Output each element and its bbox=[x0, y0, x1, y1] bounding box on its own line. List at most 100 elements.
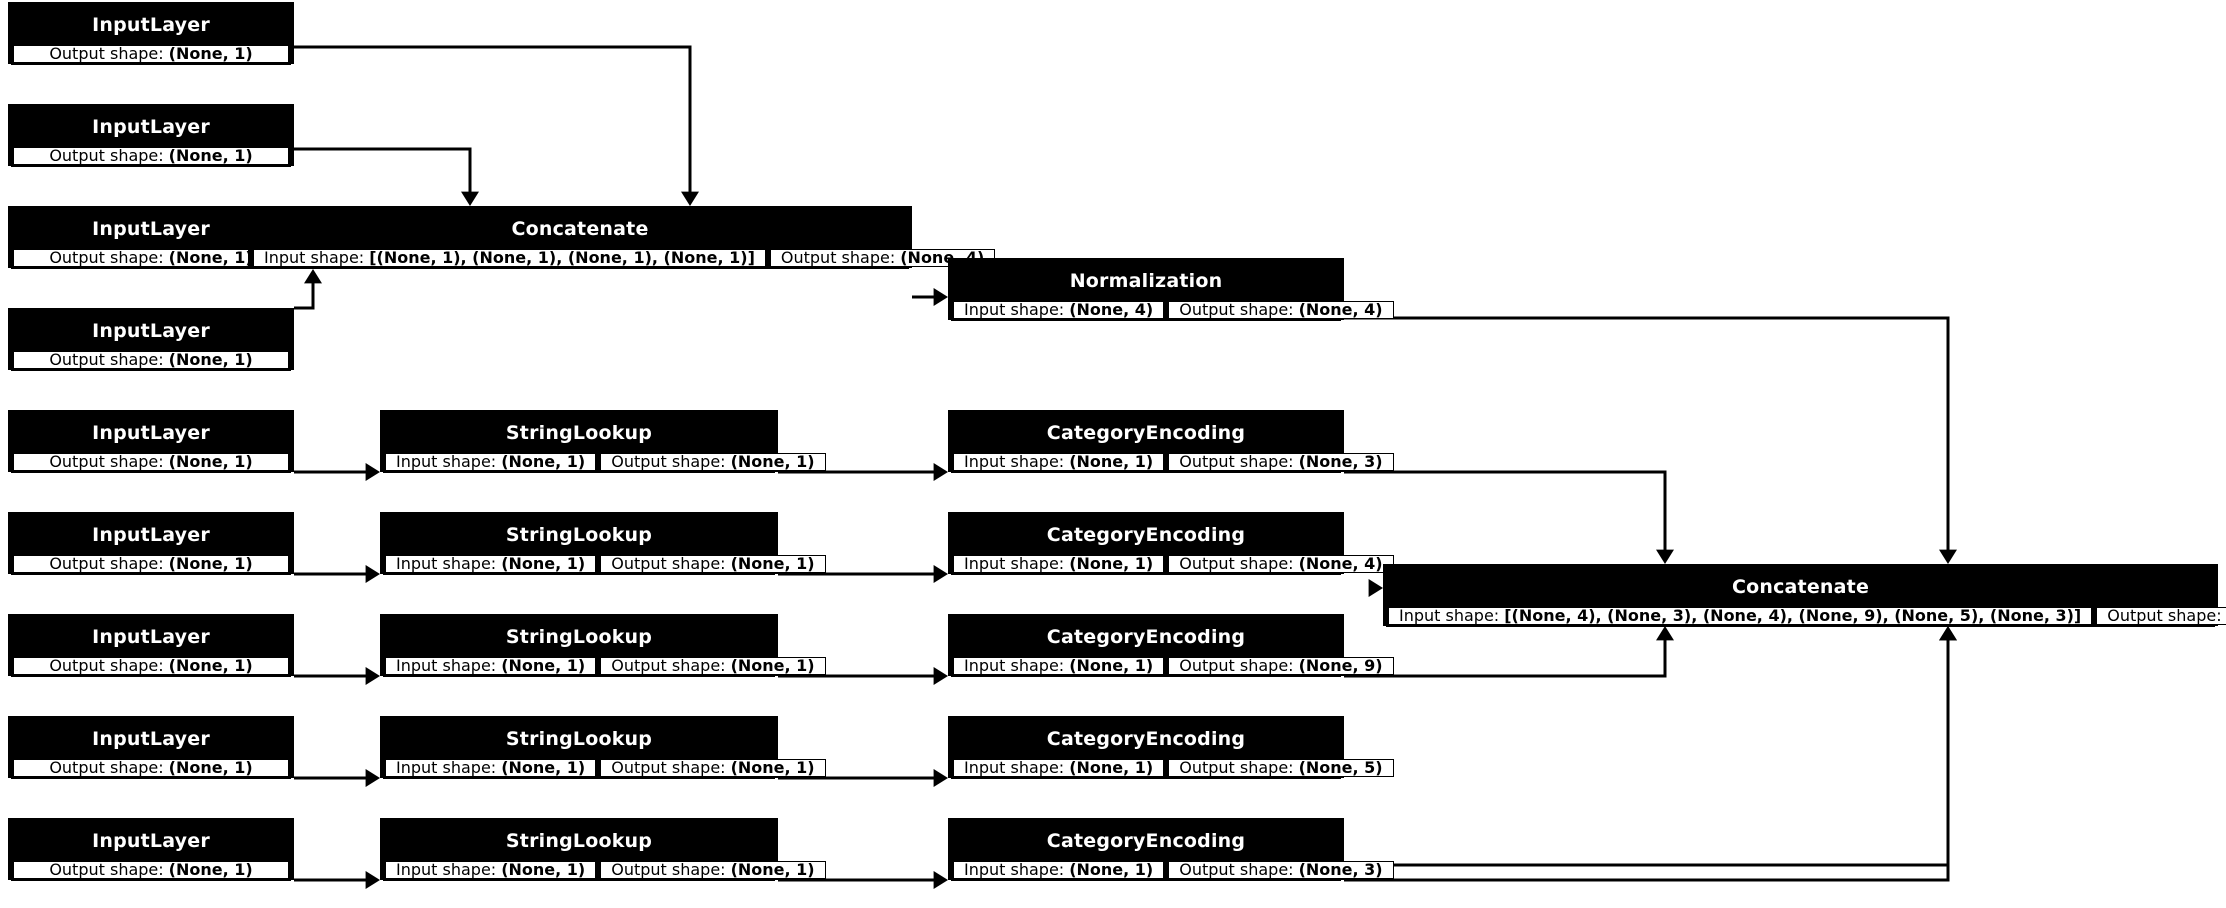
node-fields: Input shape:(None, 1)Output shape:(None,… bbox=[951, 657, 1394, 677]
shape-value: [(None, 1), (None, 1), (None, 1), (None,… bbox=[369, 248, 755, 267]
edge-e-norm-concatall bbox=[1344, 316, 1957, 564]
arrowhead-icon bbox=[365, 667, 380, 685]
node-fields: Output shape:(None, 1) bbox=[11, 861, 291, 881]
arrowhead-icon bbox=[365, 565, 380, 583]
shape-value: (None, 5) bbox=[1298, 758, 1383, 777]
arrowhead-icon bbox=[1939, 626, 1957, 641]
shape-label: Input shape: bbox=[396, 758, 497, 777]
edge-e-input6-sl2 bbox=[294, 565, 380, 583]
shape-value: (None, 1) bbox=[168, 452, 253, 471]
shape-label: Output shape: bbox=[49, 452, 164, 471]
node-fields: Input shape:(None, 1)Output shape:(None,… bbox=[951, 554, 1394, 575]
output-shape-field: Output shape:(None, 1) bbox=[13, 351, 289, 369]
node-fields: Input shape:(None, 1) Output shape:(None,… bbox=[951, 758, 1394, 779]
shape-value: (None, 1) bbox=[501, 758, 586, 777]
output-shape-field: Output shape:(None, 1) bbox=[13, 555, 289, 573]
shape-label: Input shape: bbox=[396, 554, 497, 573]
node-fields: Input shape:[(None, 4), (None, 3), (None… bbox=[1386, 607, 2226, 627]
node-title: CategoryEncoding bbox=[951, 413, 1341, 453]
arrowhead-icon bbox=[933, 288, 948, 306]
arrowhead-icon bbox=[365, 871, 380, 889]
shape-label: Output shape: bbox=[1179, 860, 1294, 879]
shape-value: (None, 1) bbox=[501, 554, 586, 573]
shape-label: Output shape: bbox=[1179, 300, 1294, 319]
shape-label: Output shape: bbox=[611, 758, 726, 777]
arrowhead-icon bbox=[933, 769, 948, 787]
shape-label: Output shape: bbox=[1179, 554, 1294, 573]
arrowhead-icon bbox=[933, 565, 948, 583]
shape-value: (None, 1) bbox=[1069, 758, 1154, 777]
node-title: StringLookup bbox=[383, 719, 775, 759]
node-title: StringLookup bbox=[383, 821, 775, 861]
edge-e-ce4-concatall bbox=[1344, 626, 1957, 867]
output-shape-field: Output shape:(None, 5) bbox=[1168, 758, 1394, 777]
node-fields: Input shape:(None, 4) Output shape:(None,… bbox=[951, 300, 1394, 321]
input-shape-field: Input shape:(None, 4) bbox=[953, 300, 1165, 319]
shape-value: (None, 1) bbox=[168, 44, 253, 63]
node-fields: Input shape:[(None, 1), (None, 1), (None… bbox=[251, 248, 996, 269]
shape-label: Output shape: bbox=[49, 146, 164, 165]
node-fields: Input shape:(None, 1)Output shape:(None,… bbox=[383, 554, 826, 575]
node-title: InputLayer bbox=[11, 5, 291, 45]
shape-label: Output shape: bbox=[49, 656, 164, 675]
arrowhead-icon bbox=[1656, 626, 1674, 641]
node-fields: Output shape:(None, 1) bbox=[11, 45, 291, 65]
shape-label: Output shape: bbox=[1179, 758, 1294, 777]
shape-value: (None, 1) bbox=[730, 554, 815, 573]
node-title: Concatenate bbox=[251, 209, 909, 249]
input-shape-field: Input shape:[(None, 4), (None, 3), (None… bbox=[1388, 607, 2093, 625]
node-title: CategoryEncoding bbox=[951, 515, 1341, 555]
shape-label: Input shape: bbox=[396, 656, 497, 675]
node-title: InputLayer bbox=[11, 107, 291, 147]
shape-label: Input shape: bbox=[264, 248, 365, 267]
shape-label: Input shape: bbox=[964, 758, 1065, 777]
shape-value: (None, 9) bbox=[1298, 656, 1383, 675]
output-shape-field: Output shape:(None, 4) bbox=[769, 249, 996, 267]
shape-value: (None, 4) bbox=[1298, 300, 1383, 319]
shape-value: (None, 1) bbox=[730, 860, 815, 879]
shape-value: (None, 1) bbox=[168, 248, 253, 267]
arrowhead-icon bbox=[365, 769, 380, 787]
edge-e-input1-concatnum bbox=[294, 45, 699, 206]
output-shape-field: Output shape:(None, 1) bbox=[13, 45, 289, 63]
edge-e-concatnum-norm bbox=[912, 288, 948, 306]
node-title: InputLayer bbox=[11, 515, 291, 555]
shape-value: (None, 1) bbox=[168, 350, 253, 369]
arrowhead-icon bbox=[1939, 626, 1957, 641]
shape-label: Output shape: bbox=[49, 860, 164, 879]
node-fields: Output shape:(None, 1) bbox=[11, 351, 291, 371]
node-title: Normalization bbox=[951, 261, 1341, 301]
edge-e-ce5-concatall bbox=[1344, 626, 1957, 882]
arrowhead-icon bbox=[1939, 549, 1957, 564]
node-fields: Output shape:(None, 1) bbox=[11, 759, 291, 779]
shape-value: (None, 1) bbox=[501, 860, 586, 879]
edge-e-input4-concatnum bbox=[294, 269, 322, 310]
node-fields: Output shape:(None, 1) bbox=[11, 453, 291, 473]
shape-label: Output shape: bbox=[49, 554, 164, 573]
shape-label: Input shape: bbox=[964, 860, 1065, 879]
input-shape-field: Input shape:(None, 1) bbox=[953, 555, 1165, 573]
shape-label: Input shape: bbox=[964, 300, 1065, 319]
shape-label: Output shape: bbox=[611, 554, 726, 573]
